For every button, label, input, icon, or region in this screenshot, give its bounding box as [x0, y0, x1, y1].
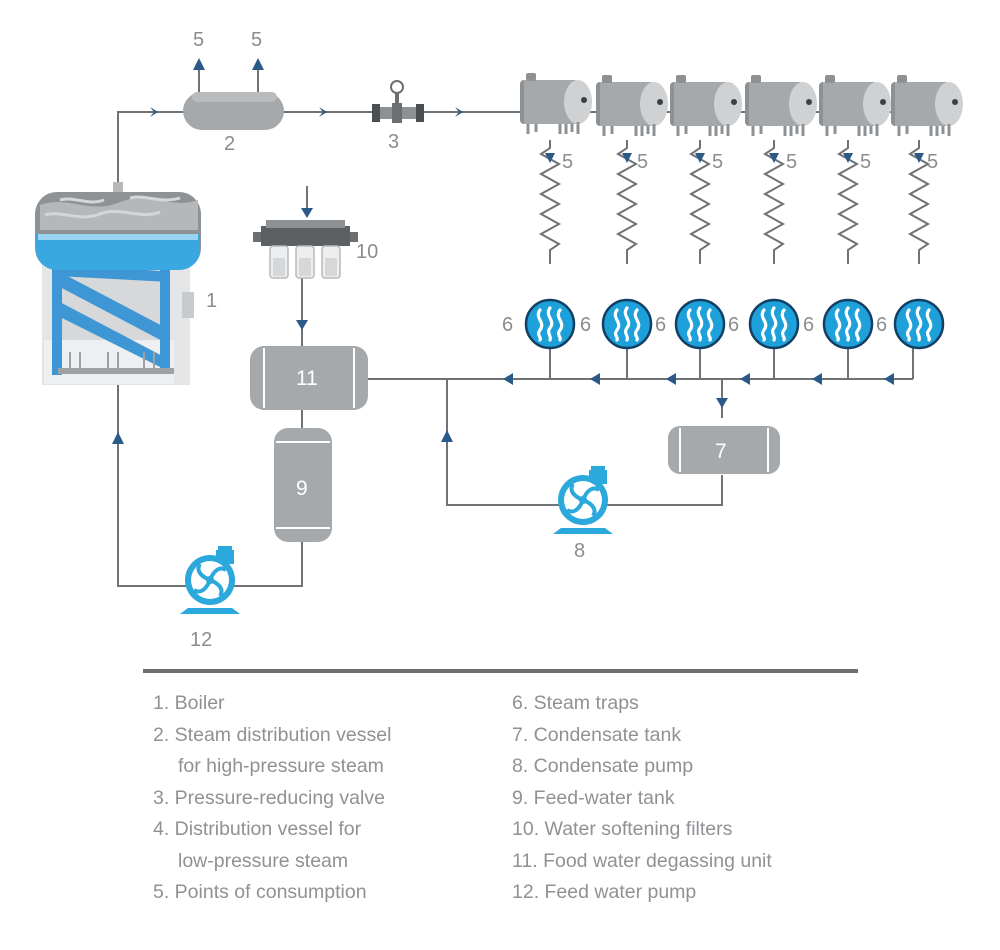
label-trap-1: 6	[502, 314, 513, 336]
pressure-reducing-valve	[372, 80, 424, 123]
label-trap-3: 6	[655, 314, 666, 336]
flow-arrows	[112, 58, 894, 444]
steam-trap-icon-5	[822, 298, 874, 350]
legend-item: for high-pressure steam	[178, 755, 384, 777]
legend-item: low-pressure steam	[178, 849, 349, 872]
condensate-pump-icon	[551, 464, 615, 536]
legend-item: 10. Water softening filters	[512, 818, 733, 840]
condensate-drops	[540, 139, 929, 379]
legend-item: 11. Food water degassing unit	[512, 849, 772, 872]
legend-item: 12. Feed water pump	[512, 881, 697, 903]
legend-item: 7. Condensate tank	[512, 723, 682, 746]
degassing-unit	[250, 346, 368, 410]
label-feed-tank: 9	[296, 477, 308, 500]
water-softening-filters	[253, 220, 358, 279]
label-vent-right: 5	[251, 29, 262, 51]
label-softener: 10	[356, 241, 378, 263]
steam-trap-icon-1	[524, 298, 576, 350]
label-trap-4: 6	[728, 314, 739, 336]
label-consumer-4: 5	[786, 151, 797, 173]
steam-trap-icon-2	[601, 298, 653, 350]
label-condensate-pump: 8	[574, 540, 585, 562]
label-consumer-6: 5	[927, 151, 938, 173]
legend-divider	[143, 669, 858, 673]
label-condensate-tank: 7	[715, 440, 727, 463]
legend-item: 4. Distribution vessel for	[153, 818, 362, 840]
steam-trap-icon-3	[674, 298, 726, 350]
legend-item: 9. Feed-water tank	[512, 786, 675, 809]
consumer-4	[743, 73, 819, 138]
consumer-5	[817, 73, 893, 138]
boiler	[35, 182, 201, 385]
steam-trap-icon-6	[893, 298, 945, 350]
label-consumer-5: 5	[860, 151, 871, 173]
consumer-2	[594, 73, 670, 138]
consumer-6	[889, 73, 965, 138]
label-trap-2: 6	[580, 314, 591, 336]
hp-distribution-vessel	[183, 92, 284, 130]
feed-water-pump-icon	[178, 544, 242, 616]
label-feed-pump: 12	[190, 629, 212, 651]
points-of-consumption	[518, 71, 965, 138]
legend-item: 2. Steam distribution vessel	[153, 723, 392, 746]
legend-right-column: 6. Steam traps 7. Condensate tank 8. Con…	[512, 688, 772, 909]
feed-water-tank	[274, 428, 332, 542]
consumer-3	[668, 73, 744, 138]
legend-item: 8. Condensate pump	[512, 755, 694, 777]
label-vent-left: 5	[193, 29, 204, 51]
label-consumer-2: 5	[637, 151, 648, 173]
label-trap-5: 6	[803, 314, 814, 336]
legend-item: 5. Points of consumption	[153, 881, 367, 903]
label-prv: 3	[388, 131, 399, 153]
legend-item: 1. Boiler	[153, 692, 225, 714]
label-consumer-1: 5	[562, 151, 573, 173]
label-consumer-3: 5	[712, 151, 723, 173]
label-hp-vessel: 2	[224, 133, 235, 155]
legend-left-column: 1. Boiler 2. Steam distribution vessel f…	[153, 688, 391, 909]
legend-item: 3. Pressure-reducing valve	[153, 786, 385, 809]
label-trap-6: 6	[876, 314, 887, 336]
steam-trap-icon-4	[748, 298, 800, 350]
label-degasser: 11	[296, 367, 318, 390]
label-boiler: 1	[206, 290, 217, 312]
condensate-tank	[668, 426, 780, 474]
legend-item: 6. Steam traps	[512, 692, 639, 714]
consumer-1	[518, 71, 594, 136]
